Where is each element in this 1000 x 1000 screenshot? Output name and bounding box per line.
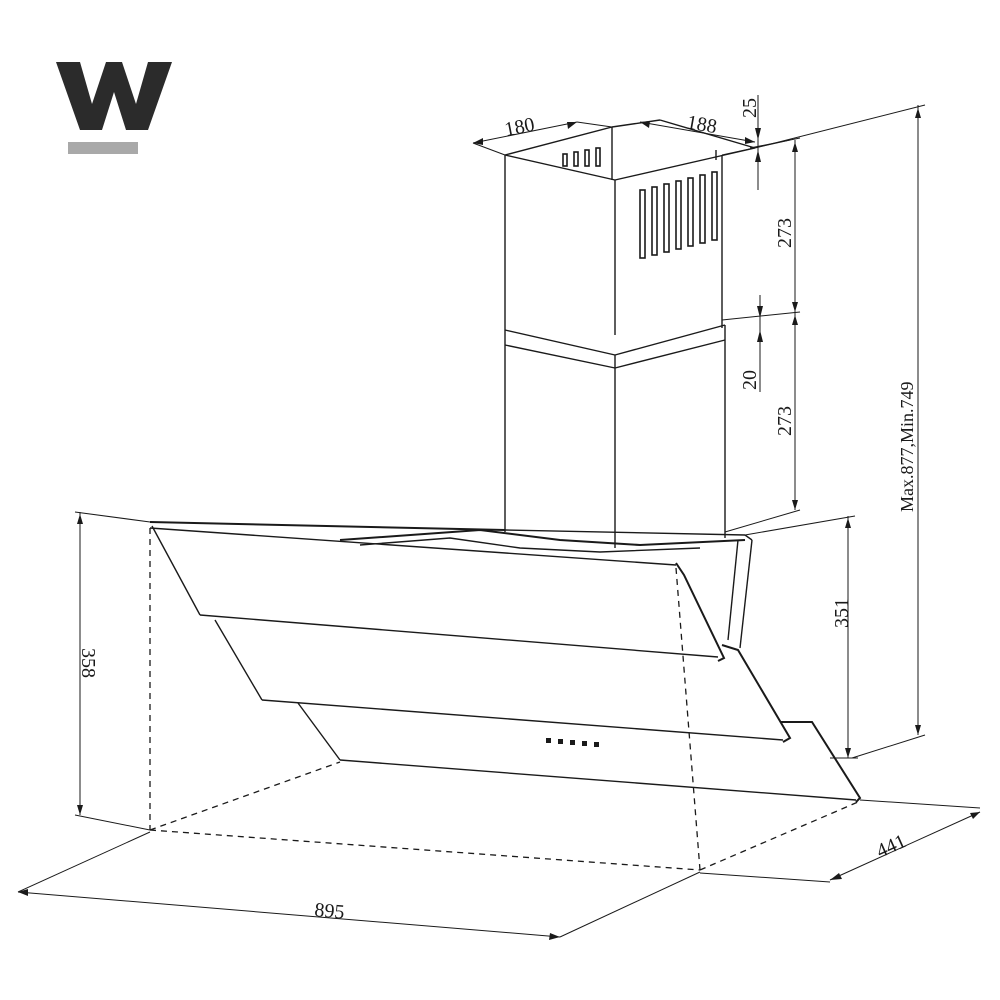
logo-underline: [68, 142, 138, 154]
logo-w-glyph: [56, 62, 172, 130]
control-button: [570, 740, 575, 745]
control-button: [582, 741, 587, 746]
control-buttons: [546, 738, 599, 747]
hood-footprint: [149, 528, 859, 871]
upper-chimney: [504, 119, 756, 335]
control-button: [546, 738, 551, 743]
control-button: [558, 739, 563, 744]
vent-slots-front: [639, 171, 718, 259]
label-upper-chimney-height: 273: [774, 218, 796, 248]
label-hood-width: 895: [314, 899, 346, 924]
vent-slots-side: [562, 147, 601, 167]
label-total-height: Max.877,Min.749: [897, 382, 917, 513]
dimension-lines: [17, 95, 981, 940]
label-chimney-depth: 188: [685, 111, 718, 138]
lower-chimney: [504, 324, 726, 548]
label-hood-front-height: 358: [77, 648, 99, 678]
control-button: [594, 742, 599, 747]
label-top-gap: 25: [739, 98, 761, 118]
label-chimney-width: 180: [503, 114, 537, 141]
label-lower-chimney-height: 273: [774, 406, 796, 436]
label-hood-back-height: 351: [831, 598, 853, 628]
dimension-labels: 180 188 25 273 20 273 Max.877,Min.749 35…: [77, 98, 917, 924]
hood-body: [149, 521, 862, 803]
label-overlap-gap: 20: [739, 370, 761, 390]
brand-logo: [56, 62, 172, 154]
